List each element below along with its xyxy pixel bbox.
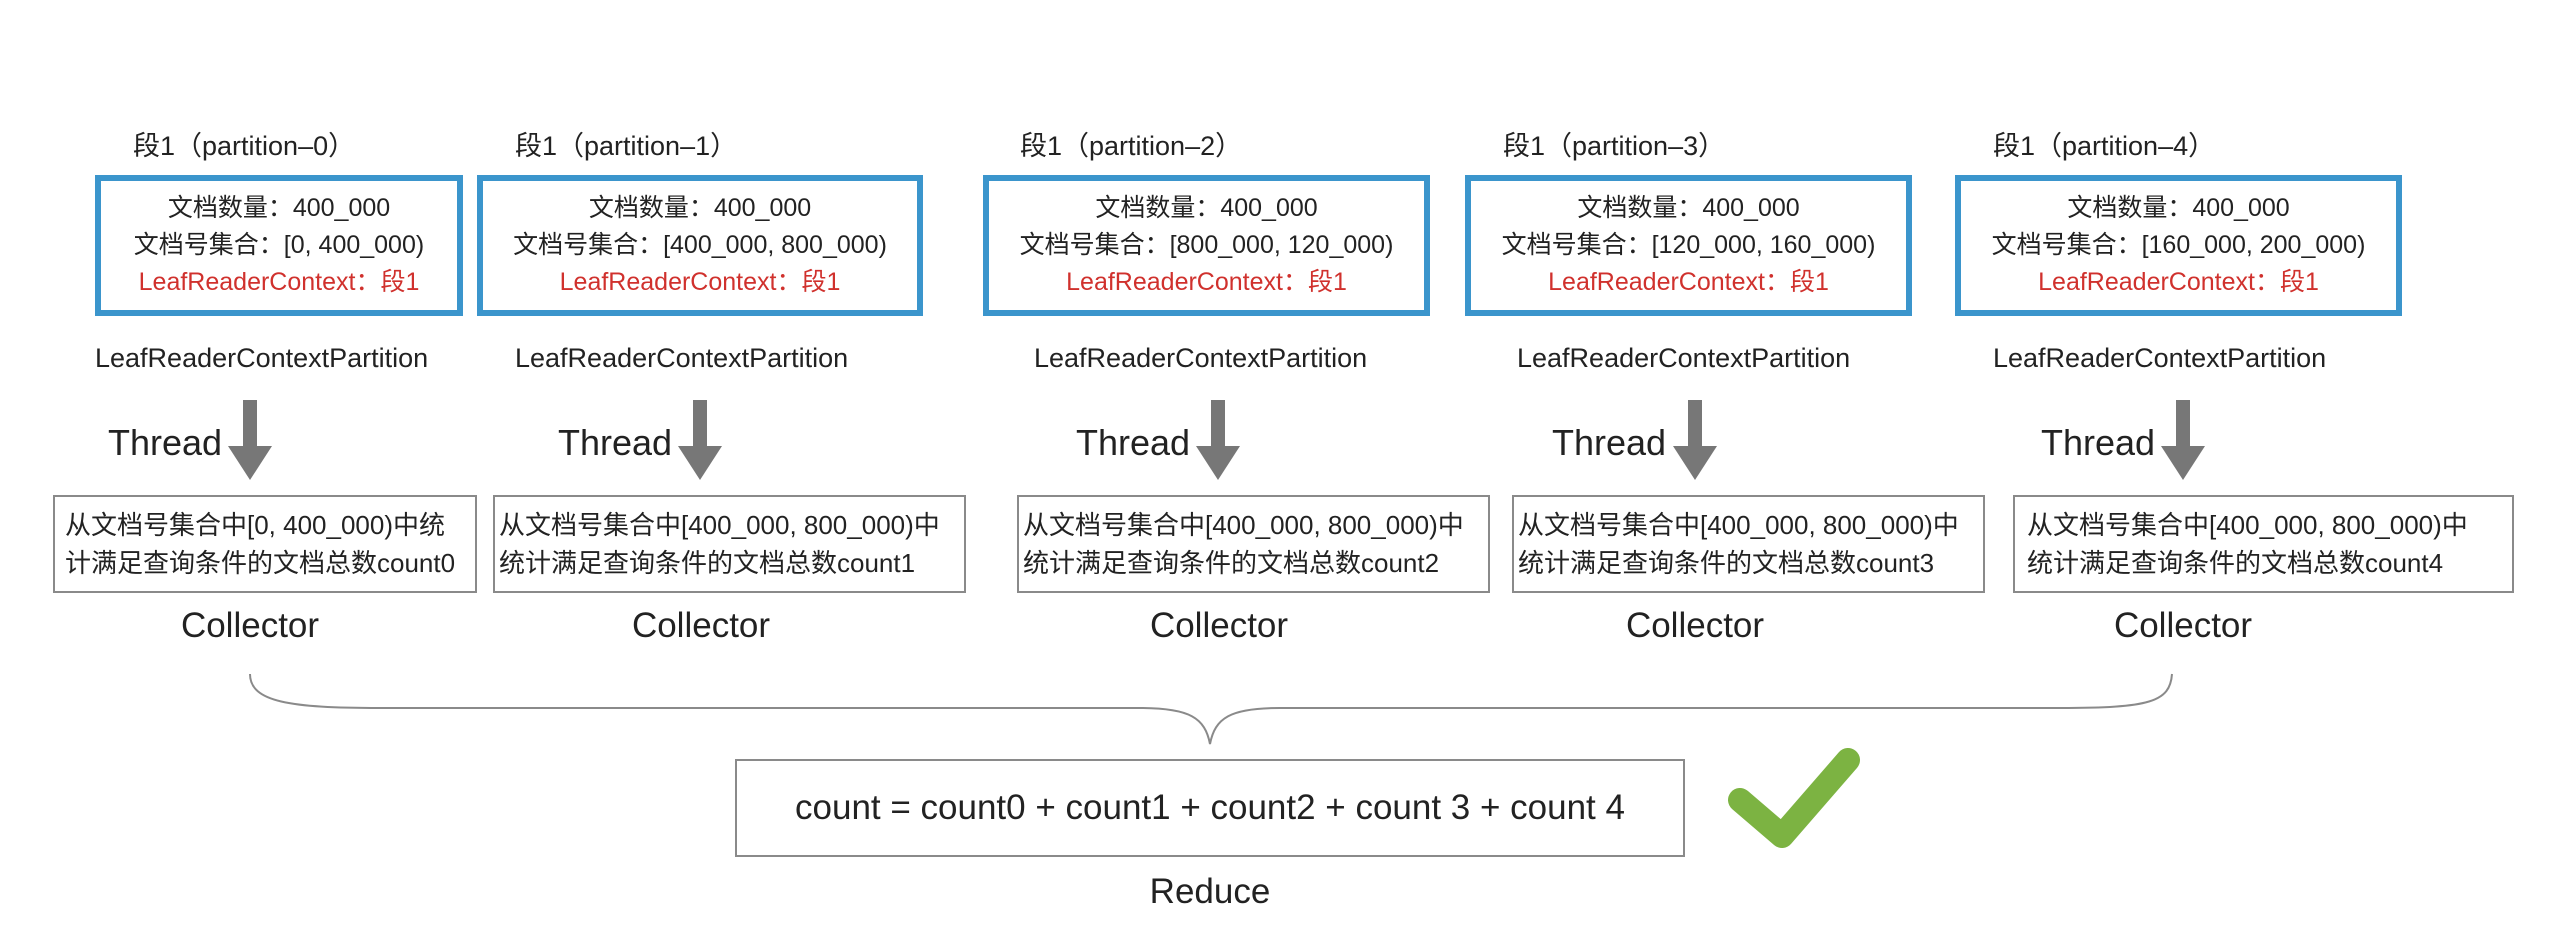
thread-label: Thread [1552, 422, 1667, 463]
segment-doc-count: 文档数量：400_000 [1577, 194, 1800, 222]
segment-title: 段1（partition–4） [1993, 131, 2216, 161]
segment-doc-range: 文档号集合：[400_000, 800_000) [513, 231, 887, 259]
thread-label: Thread [2041, 422, 2156, 463]
collector-label: Collector [180, 606, 320, 645]
collector-task-box: 从文档号集合中[400_000, 800_000)中 统计满足查询条件的文档总数… [2013, 495, 2514, 593]
reduce-formula-box: count = count0 + count1 + count2 + count… [735, 759, 1685, 857]
segment-title: 段1（partition–3） [1503, 131, 1726, 161]
collector-task-line1: 从文档号集合中[400_000, 800_000)中 [1023, 510, 1464, 540]
segment-box: 文档数量：400_000 文档号集合：[160_000, 200_000) Le… [1955, 175, 2402, 316]
collector-task-line2: 统计满足查询条件的文档总数count3 [1518, 548, 1935, 578]
segment-context: LeafReaderContext：段1 [1066, 268, 1347, 296]
segment-title: 段1（partition–1） [515, 131, 738, 161]
thread-label: Thread [558, 422, 673, 463]
collector-task-line1: 从文档号集合中[400_000, 800_000)中 [2027, 510, 2468, 540]
down-arrow-icon [678, 400, 722, 480]
segment-box: 文档数量：400_000 文档号集合：[400_000, 800_000) Le… [477, 175, 923, 316]
down-arrow-icon [1196, 400, 1240, 480]
thread-label: Thread [108, 422, 223, 463]
down-arrow-icon [2161, 400, 2205, 480]
collector-task-box: 从文档号集合中[400_000, 800_000)中 统计满足查询条件的文档总数… [1512, 495, 1985, 593]
partition-label: LeafReaderContextPartition [1993, 343, 2327, 373]
segment-title: 段1（partition–0） [133, 131, 356, 161]
segment-doc-range: 文档号集合：[0, 400_000) [133, 231, 425, 259]
segment-context: LeafReaderContext：段1 [138, 268, 420, 296]
partition-label: LeafReaderContextPartition [95, 343, 429, 373]
collector-task-line1: 从文档号集合中[0, 400_000)中统 [65, 510, 446, 540]
collector-label: Collector [2113, 606, 2253, 645]
down-arrow-icon [228, 400, 272, 480]
collector-label: Collector [631, 606, 771, 645]
segment-box: 文档数量：400_000 文档号集合：[0, 400_000) LeafRead… [95, 175, 463, 316]
partition-label: LeafReaderContextPartition [515, 343, 849, 373]
segment-doc-count: 文档数量：400_000 [167, 194, 391, 222]
segment-context: LeafReaderContext：段1 [1548, 268, 1829, 296]
collector-label: Collector [1625, 606, 1765, 645]
collector-label: Collector [1149, 606, 1289, 645]
segment-doc-count: 文档数量：400_000 [2067, 194, 2290, 222]
collector-task-box: 从文档号集合中[0, 400_000)中统 计满足查询条件的文档总数count0 [53, 495, 477, 593]
collector-task-box: 从文档号集合中[400_000, 800_000)中 统计满足查询条件的文档总数… [1017, 495, 1490, 593]
segment-context: LeafReaderContext：段1 [559, 268, 841, 296]
down-arrow-icon [1673, 400, 1717, 480]
segment-context: LeafReaderContext：段1 [2038, 268, 2319, 296]
collector-task-line2: 计满足查询条件的文档总数count0 [65, 548, 456, 578]
segment-box: 文档数量：400_000 文档号集合：[120_000, 160_000) Le… [1465, 175, 1912, 316]
collector-task-line2: 统计满足查询条件的文档总数count4 [2027, 548, 2444, 578]
segment-title: 段1（partition–2） [1020, 131, 1243, 161]
collector-task-line2: 统计满足查询条件的文档总数count2 [1023, 548, 1440, 578]
segment-doc-range: 文档号集合：[160_000, 200_000) [1991, 231, 2366, 259]
collector-task-line1: 从文档号集合中[400_000, 800_000)中 [499, 510, 940, 540]
collector-task-box: 从文档号集合中[400_000, 800_000)中 统计满足查询条件的文档总数… [493, 495, 966, 593]
segment-box: 文档数量：400_000 文档号集合：[800_000, 120_000) Le… [983, 175, 1430, 316]
reduce-formula: count = count0 + count1 + count2 + count… [795, 788, 1625, 827]
brace-icon [249, 673, 2173, 745]
check-icon [1728, 748, 1860, 848]
segment-doc-range: 文档号集合：[120_000, 160_000) [1501, 231, 1876, 259]
collector-task-line1: 从文档号集合中[400_000, 800_000)中 [1518, 510, 1959, 540]
reduce-label: Reduce [1149, 872, 1271, 911]
collector-task-line2: 统计满足查询条件的文档总数count1 [499, 548, 916, 578]
partition-label: LeafReaderContextPartition [1034, 343, 1368, 373]
segment-doc-count: 文档数量：400_000 [1095, 194, 1318, 222]
partition-label: LeafReaderContextPartition [1517, 343, 1851, 373]
thread-label: Thread [1076, 422, 1191, 463]
segment-doc-count: 文档数量：400_000 [588, 194, 812, 222]
segment-doc-range: 文档号集合：[800_000, 120_000) [1019, 231, 1394, 259]
